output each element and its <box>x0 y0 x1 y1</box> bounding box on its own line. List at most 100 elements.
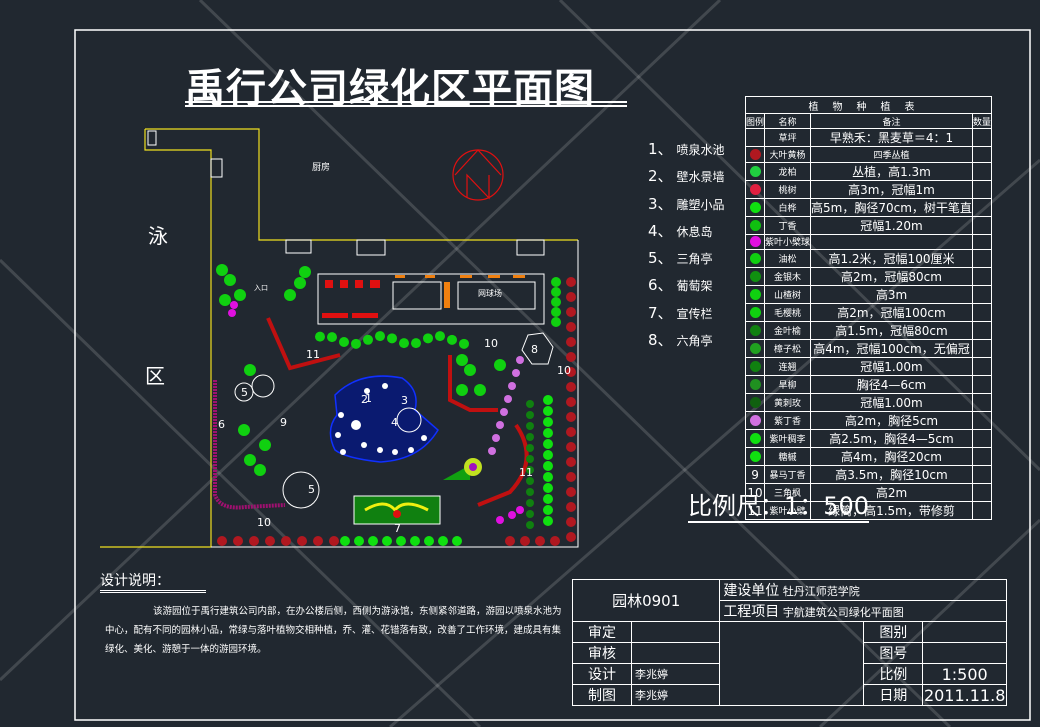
plant-quantity <box>971 197 992 217</box>
drawing-title: 禹行公司绿化区平面图 <box>185 66 595 112</box>
plan-number: 8 <box>531 343 538 356</box>
tree-icon <box>464 364 476 376</box>
plan-number: 5 <box>308 483 315 496</box>
tree-icon <box>447 334 457 345</box>
plant-symbol-icon <box>744 339 766 359</box>
tree-icon <box>508 382 516 390</box>
tree-icon <box>244 364 256 376</box>
tree-icon <box>566 412 576 422</box>
plant-row: 毛樱桃高2m，冠幅100cm <box>744 303 992 323</box>
tree-icon <box>516 356 524 364</box>
tree-icon <box>566 322 576 332</box>
tree-icon <box>526 455 534 463</box>
legend-item: 5、三角亭 <box>648 245 725 272</box>
plan-number: 4 <box>391 416 398 429</box>
plant-row: 金银木高2m，冠幅80cm <box>744 267 992 287</box>
tree-icon <box>566 367 576 377</box>
tree-icon <box>543 483 553 493</box>
plant-symbol-icon <box>744 393 766 413</box>
tree-icon <box>551 297 561 307</box>
tree-icon <box>526 422 534 430</box>
legend-number: 3、 <box>648 194 673 213</box>
plant-table-title: 植物种植表 <box>745 96 992 114</box>
plant-row: 大叶黄杨四季丛植 <box>744 146 992 163</box>
plant-name: 丁香 <box>764 215 812 235</box>
tree-icon <box>543 428 553 438</box>
tree-icon <box>459 338 469 349</box>
title-block: 园林0901 建设单位 牡丹江师范学院 工程项目 宇航建筑公司绿化平面图 审定图… <box>571 579 1007 706</box>
plant-name: 紫丁香 <box>764 411 812 431</box>
tree-icon <box>526 444 534 452</box>
tree-icon <box>452 536 462 546</box>
unit-label: 建设单位 <box>723 583 780 599</box>
tree-icon <box>566 532 576 542</box>
plant-symbol-icon <box>744 429 766 449</box>
plant-quantity <box>971 339 992 359</box>
tree-icon <box>551 307 561 317</box>
kitchen-label: 厨房 <box>312 163 331 173</box>
designer-name: 李兆婷 <box>630 663 721 685</box>
plant-note <box>810 233 973 251</box>
tree-icon <box>543 417 553 427</box>
tree-icon <box>566 427 576 437</box>
plant-quantity <box>971 375 992 395</box>
tree-icon <box>496 421 504 429</box>
tree-icon <box>410 536 420 546</box>
hexagonal-pavilion <box>521 332 554 365</box>
tree-icon <box>526 466 534 474</box>
plant-note: 高2m，冠幅100cm <box>810 303 973 323</box>
tree-icon <box>339 336 349 347</box>
tree-icon <box>543 516 553 526</box>
tree-icon <box>543 472 553 482</box>
tree-icon <box>566 277 576 287</box>
tree-icon <box>526 477 534 485</box>
type-label: 图别 <box>863 621 924 643</box>
tree-icon <box>368 536 378 546</box>
design-notes-text: 该游园位于禹行建筑公司内部，在办公楼后侧，西侧为游泳馆，东侧紧邻道路，游园以喷泉… <box>105 606 562 655</box>
col-header: 图例 <box>744 112 766 130</box>
plant-symbol-icon <box>744 161 766 181</box>
plant-symbol-icon <box>744 447 766 467</box>
draw-label: 制图 <box>572 684 632 706</box>
plant-row: 黄刺玫冠幅1.00m <box>744 393 992 413</box>
tree-icon <box>535 536 545 546</box>
legend-number: 5、 <box>648 249 673 268</box>
tree-icon <box>543 395 553 405</box>
legend-label: 宣传栏 <box>676 306 713 321</box>
tree-icon <box>456 384 468 396</box>
plant-quantity <box>971 465 992 485</box>
plant-name: 金叶榆 <box>764 321 812 341</box>
tree-icon <box>566 517 576 527</box>
plant-row: 樟子松高4m，冠幅100cm，无偏冠 <box>744 339 992 359</box>
drawing-number: 园林0901 <box>571 579 721 622</box>
plant-note: 冠幅1.00m <box>810 393 973 413</box>
tree-icon <box>327 332 337 343</box>
tree-icon <box>375 331 385 342</box>
tree-icon <box>354 536 364 546</box>
tree-icon <box>238 424 250 436</box>
plant-name: 紫叶稠李 <box>764 429 812 449</box>
tree-icon <box>265 536 275 546</box>
triangle-pavilion <box>282 471 320 509</box>
plant-symbol-number: 11 <box>744 501 766 521</box>
plant-row: 油松高1.2米，冠幅100厘米 <box>744 249 992 269</box>
tree-icon <box>520 536 530 546</box>
plant-row: 紫叶稠李高2.5m，胸径4—5cm <box>744 429 992 449</box>
legend-number: 8、 <box>648 331 673 350</box>
plant-note: 冠幅1.00m <box>810 357 973 377</box>
tree-icon <box>551 287 561 297</box>
plan-number: 10 <box>557 364 571 377</box>
legend-label: 六角亭 <box>676 334 713 349</box>
legend-item: 7、宣传栏 <box>648 300 725 327</box>
fountain-pool <box>329 375 439 463</box>
plant-note: 高4m，冠幅100cm，无偏冠 <box>810 339 973 359</box>
tree-icon <box>435 331 445 342</box>
tree-icon <box>551 317 561 327</box>
plant-row: 草坪早熟禾：黑麦草＝4：1 <box>744 128 992 148</box>
project-label: 工程项目 <box>723 604 780 620</box>
plant-quantity <box>971 146 992 163</box>
tree-icon <box>512 369 520 377</box>
plant-quantity <box>971 483 992 503</box>
tree-icon <box>219 294 231 306</box>
tree-icon <box>566 487 576 497</box>
